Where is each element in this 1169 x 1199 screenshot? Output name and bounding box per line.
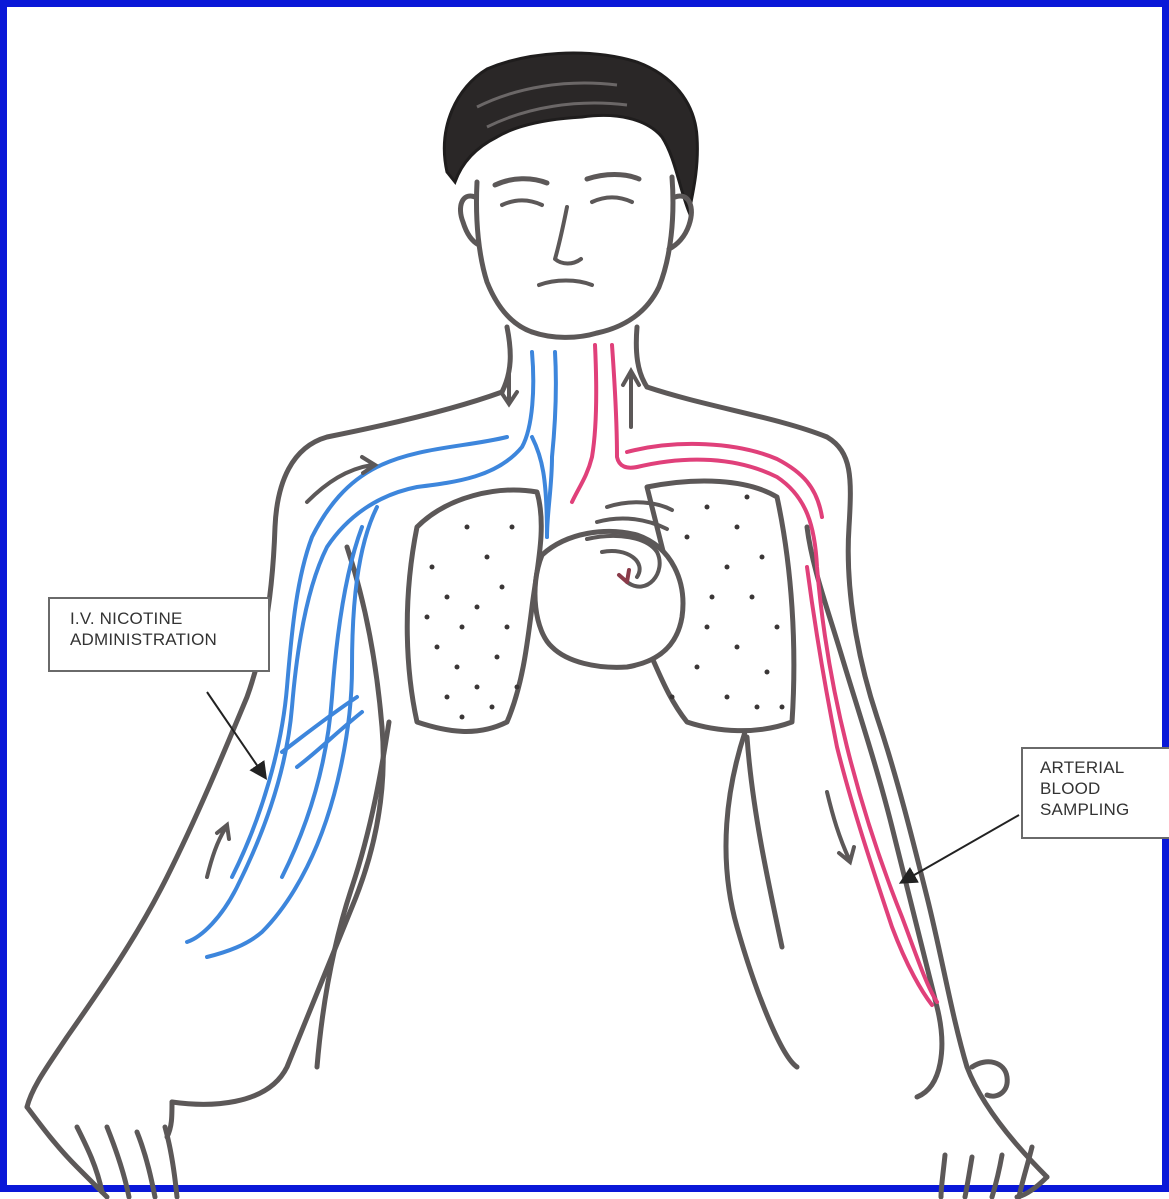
arterial-label-line-2: BLOOD [1040, 778, 1169, 799]
iv-label-line-1: I.V. NICOTINE [70, 608, 268, 629]
hair [444, 53, 697, 212]
arterial-label-line-1: ARTERIAL [1040, 757, 1169, 778]
arterial-pointer [902, 815, 1019, 882]
iv-label-line-2: ADMINISTRATION [70, 629, 268, 650]
iv-nicotine-label: I.V. NICOTINE ADMINISTRATION [48, 597, 270, 672]
arterial-vessels [572, 345, 937, 1005]
body-outline [27, 387, 1047, 1197]
head [460, 175, 691, 393]
arterial-label-line-3: SAMPLING [1040, 799, 1169, 820]
left-lung [407, 490, 541, 731]
iv-pointer [207, 692, 265, 777]
arterial-sampling-label: ARTERIAL BLOOD SAMPLING [1021, 747, 1169, 839]
